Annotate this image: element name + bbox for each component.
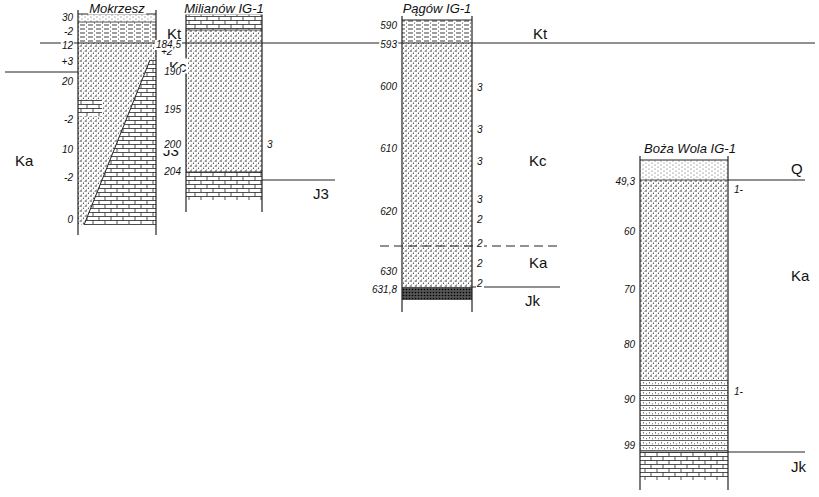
depth-mark: 631,8 [371,285,398,295]
sand-layer [186,30,262,172]
depth-mark: 60 [623,227,636,237]
layer-boundary [186,30,262,31]
sand-layer [78,43,156,225]
depth-mark: +3 [61,57,74,67]
limestone-layer [640,452,728,480]
borehole-name: Mokrzesz [88,2,146,15]
lens-ground [78,100,102,116]
limestone-layer [186,172,262,200]
sand-layer [402,43,472,287]
column-side [471,16,472,312]
borehole-name: Milianów IG-1 [183,2,264,15]
column-side [639,156,640,490]
depth-mark: 593 [379,40,398,50]
boundary-line [728,452,805,453]
stratigraphy-code: Ka [14,153,34,168]
sample-number: 3 [476,195,484,205]
boza-wola-column [640,156,805,490]
depth-mark: 200 [163,140,182,150]
boundary-line [5,72,78,73]
layer-boundary [640,180,728,181]
depth-mark: -2 [63,115,74,125]
limestone-ground [84,60,156,225]
limestone-layer [186,14,262,30]
borehole-name: Pągów IG-1 [402,2,473,15]
topsoil-layer [78,14,156,22]
sample-number: 1- [733,387,744,397]
column-side [727,156,728,490]
depth-mark: 204 [163,167,182,177]
depth-mark: 590 [379,21,398,31]
column-side [401,16,402,312]
sample-number: 2 [476,279,484,289]
depth-mark: -2 [63,173,74,183]
depth-mark: 80 [623,340,636,350]
boundary-line [472,287,560,288]
boundary-line [728,180,805,181]
marl-layer [78,22,156,43]
sample-number: 3 [476,83,484,93]
sample-number: 3 [476,157,484,167]
depth-mark: 630 [379,267,398,277]
stratigraphy-code: J3 [312,186,330,201]
depth-mark: 90 [623,395,636,405]
conglomerate-layer [402,287,472,300]
limestone-layer [84,60,156,225]
marl-layer [402,20,472,43]
stratigraphy-code: Jk [790,459,807,474]
depth-mark: 0 [66,215,74,225]
stratigraphy-code: Ka [790,268,810,283]
depth-mark: 610 [379,144,398,154]
stratigraphy-code: Ka [528,255,548,270]
depth-mark: 620 [379,207,398,217]
limestone-lens [78,100,102,116]
depth-mark: 600 [379,82,398,92]
sample-number: 2 [476,259,484,269]
depth-mark: 184,5 [155,40,182,50]
depth-mark: 195 [163,105,182,115]
sample-number: 2 [476,239,484,249]
column-top [402,20,472,21]
sand-layer [640,180,728,380]
pagow-column [380,16,560,312]
stratigraphy-code: Kt [166,26,182,41]
depth-mark: 10 [61,145,74,155]
milianow-column [186,10,335,212]
layer-boundary [186,172,262,173]
column-top [640,160,728,161]
column-side [261,10,262,212]
laminated-layer [640,380,728,452]
mokrzesz-column [5,10,156,235]
sample-number: 2 [476,215,484,225]
sample-number: 3 [476,125,484,135]
boundary-dashed [380,246,560,247]
stratigraphy-code: Q [790,161,804,176]
layer-boundary [78,22,156,23]
borehole-name: Boża Wola IG-1 [643,142,737,155]
depth-mark: 70 [623,285,636,295]
depth-mark: 190 [163,67,182,77]
stratigraphy-code: Kc [528,153,548,168]
depth-mark: 20 [61,77,74,87]
depth-mark: 30 [61,13,74,23]
column-side [77,10,78,235]
depth-mark: 12 [61,41,74,51]
stratigraphy-code: Jk [524,293,541,308]
sample-number: 1- [733,185,744,195]
contact-line [84,60,150,225]
depth-mark: 49,3 [615,177,636,187]
boundary-line [262,180,335,181]
depth-mark: -2 [63,27,74,37]
stratigraphy-code: Kt [532,26,548,41]
sample-number: 3 [266,140,274,150]
column-side [185,10,186,212]
depth-mark: 99 [623,441,636,451]
quaternary-layer [640,160,728,180]
layer-boundary [640,452,728,453]
